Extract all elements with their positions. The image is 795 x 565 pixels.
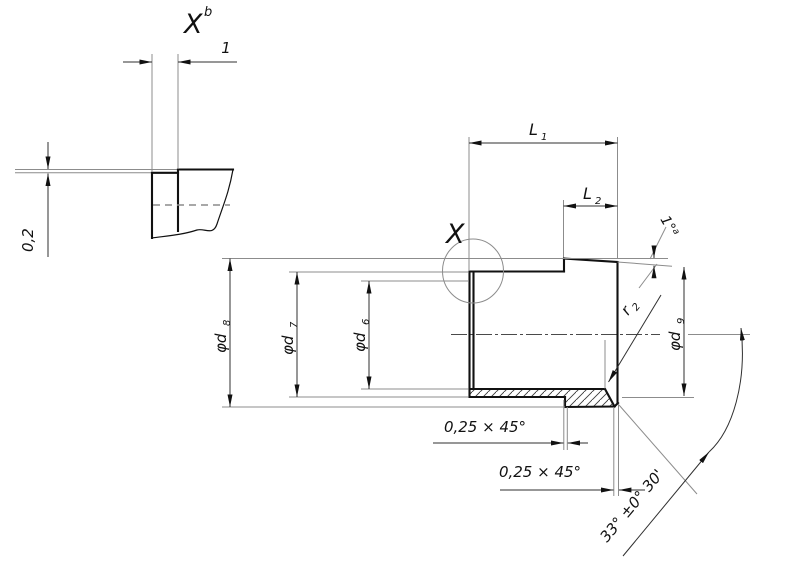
detail-depth-label-group: 0,2 bbox=[19, 228, 37, 252]
detail-view: X b 1 0,2 bbox=[15, 5, 237, 257]
detail-title-superscript: b bbox=[204, 5, 212, 20]
label-d8-group: φd 8 bbox=[212, 320, 233, 353]
label-d6: φd bbox=[351, 332, 369, 352]
label-d9-group: φd 9 bbox=[666, 318, 687, 351]
dim-angle-arc bbox=[708, 327, 745, 453]
part-outline bbox=[468, 257, 620, 409]
detail-break-line bbox=[151, 169, 234, 239]
label-radius-group: r 2 bbox=[617, 301, 643, 318]
label-taper-sup: a bbox=[670, 227, 681, 237]
dim-radius-leader bbox=[608, 294, 662, 383]
label-d6-group: φd 6 bbox=[351, 319, 372, 352]
dim-angle-leader bbox=[622, 451, 710, 557]
label-d7-group: φd 7 bbox=[279, 321, 300, 355]
label-taper: 1° bbox=[657, 213, 679, 235]
dimensions: L 1 L 2 φd 8 φd 7 φd 6 bbox=[212, 120, 745, 557]
label-d9: φd bbox=[666, 331, 684, 351]
section-hatch bbox=[469, 389, 615, 407]
label-d6-sub: 6 bbox=[361, 319, 372, 325]
label-angle-group: 33° ±0° 30' bbox=[596, 466, 667, 546]
label-L1: L bbox=[529, 120, 538, 139]
label-L1-sub: 1 bbox=[541, 132, 547, 143]
detail-depth-label: 0,2 bbox=[19, 228, 37, 252]
label-d7-sub: 7 bbox=[289, 321, 300, 328]
label-d9-sub: 9 bbox=[676, 318, 687, 324]
detail-title: X bbox=[182, 9, 203, 40]
label-d7: φd bbox=[279, 335, 297, 355]
label-taper-group: 1° a bbox=[657, 213, 682, 237]
detail-width-label: 1 bbox=[221, 39, 231, 57]
label-L2-sub: 2 bbox=[595, 196, 601, 207]
angle-leg-chamfer-extension bbox=[618, 404, 698, 495]
ext-d9-top-taper bbox=[617, 261, 673, 267]
main-view: X bbox=[442, 219, 750, 409]
label-d8: φd bbox=[212, 333, 230, 353]
label-radius-sub: 2 bbox=[630, 301, 643, 313]
label-chamfer-end: 0,25 × 45° bbox=[499, 463, 581, 481]
label-L2: L bbox=[583, 184, 592, 203]
detail-marker-label: X bbox=[444, 219, 465, 250]
label-chamfer-step: 0,25 × 45° bbox=[444, 418, 526, 436]
detail-circle bbox=[442, 238, 504, 304]
label-angle: 33° ±0° 30' bbox=[596, 466, 667, 546]
label-d8-sub: 8 bbox=[222, 320, 233, 326]
